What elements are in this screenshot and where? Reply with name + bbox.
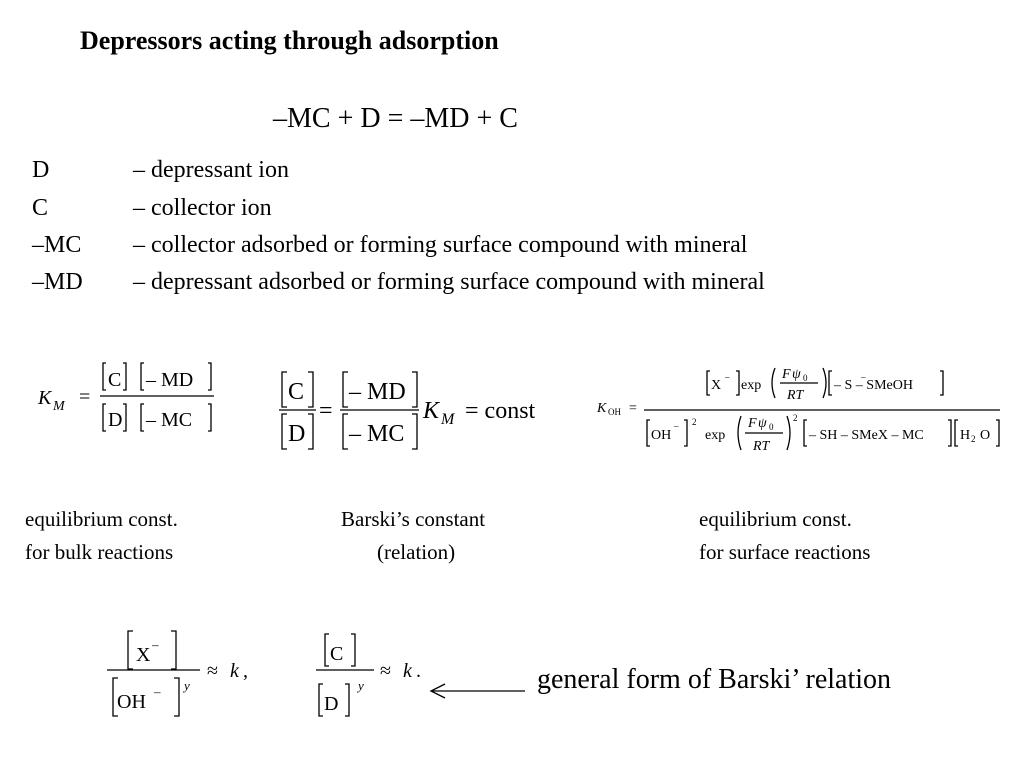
koh-num-f: F <box>781 367 791 382</box>
km-subscript: M <box>52 399 66 414</box>
koh-den-exp: exp <box>705 428 725 443</box>
koh-num-rest: – S – SMeOH <box>833 378 913 393</box>
koh-den-h2o-h: H <box>960 428 970 443</box>
caption-surface-line2: for surface reactions <box>699 540 871 564</box>
koh-den-square-2: 2 <box>793 413 798 423</box>
koh-den-rest: – SH – SMeX – MC <box>808 428 924 443</box>
koh-num-x: X <box>711 378 721 393</box>
barski-den-d: D <box>288 421 305 447</box>
general2-approx: ≈ <box>380 660 391 682</box>
general1-k: k <box>230 660 240 682</box>
definition-symbol: –MC <box>32 232 82 258</box>
koh-num-rt: RT <box>786 388 805 403</box>
caption-barski-line1: Barski’s constant <box>341 507 486 531</box>
slide-title: Depressors acting through adsorption <box>80 26 499 55</box>
koh-symbol: K <box>596 401 607 416</box>
koh-den-oh-charge: – <box>673 421 679 431</box>
km-num-c: C <box>108 369 121 391</box>
koh-den-psi: ψ <box>758 416 767 431</box>
koh-num-x-charge: – <box>724 372 730 382</box>
definition-meaning: – depressant adsorbed or forming surface… <box>133 269 765 295</box>
general-form-label: general form of Barski’ relation <box>537 664 892 695</box>
barski-den-mc: – MC <box>348 421 404 447</box>
barski-k: K <box>422 398 441 424</box>
barski-const: = const <box>465 398 536 424</box>
general1-den-charge: – <box>153 684 161 699</box>
definition-symbol: –MD <box>32 269 83 295</box>
general2-k: k <box>403 660 413 682</box>
koh-num-psi-zero: 0 <box>803 373 808 383</box>
barski-equals: = <box>319 398 333 424</box>
koh-equals: = <box>629 401 637 416</box>
koh-num-s-charge: – <box>860 372 866 382</box>
general1-approx: ≈ <box>207 660 218 682</box>
general2-period: . <box>416 660 421 682</box>
definition-symbol: D <box>32 157 50 183</box>
km-equals: = <box>79 386 90 408</box>
km-den-mc: – MC <box>145 409 192 431</box>
koh-den-rt: RT <box>752 439 771 454</box>
general2-num-c: C <box>330 643 343 665</box>
barski-num-md: – MD <box>348 379 406 405</box>
koh-den-square-1: 2 <box>692 417 697 427</box>
definition-meaning: – collector ion <box>133 195 272 221</box>
general1-den-oh: OH <box>117 691 146 713</box>
general1-num-charge: – <box>151 637 159 652</box>
koh-subscript: OH <box>608 407 621 417</box>
caption-bulk-line1: equilibrium const. <box>25 507 178 531</box>
general1-comma: , <box>243 660 248 682</box>
koh-num-exp: exp <box>741 378 761 393</box>
km-num-md: – MD <box>145 369 193 391</box>
general1-power-y: y <box>182 678 190 693</box>
definition-symbol: C <box>32 195 49 221</box>
caption-surface-line1: equilibrium const. <box>699 507 852 531</box>
km-symbol: K <box>37 387 53 409</box>
caption-bulk-line2: for bulk reactions <box>25 540 174 564</box>
km-den-d: D <box>108 409 122 431</box>
general2-den-d: D <box>324 693 338 715</box>
caption-barski-line2: (relation) <box>377 540 456 564</box>
barski-k-subscript: M <box>440 411 456 428</box>
definition-meaning: – collector adsorbed or forming surface … <box>133 232 748 258</box>
general1-num-x: X <box>136 644 151 666</box>
general2-power-y: y <box>356 678 364 693</box>
reaction-equation: –MC + D = –MD + C <box>273 103 518 134</box>
koh-den-h2o-2: 2 <box>971 434 976 444</box>
barski-num-c: C <box>288 379 304 405</box>
koh-den-oh: OH <box>651 428 671 443</box>
definition-meaning: – depressant ion <box>133 157 289 183</box>
koh-num-psi: ψ <box>792 367 801 382</box>
koh-den-psi-zero: 0 <box>769 422 774 432</box>
koh-den-f: F <box>747 416 757 431</box>
koh-den-h2o-o: O <box>980 428 990 443</box>
